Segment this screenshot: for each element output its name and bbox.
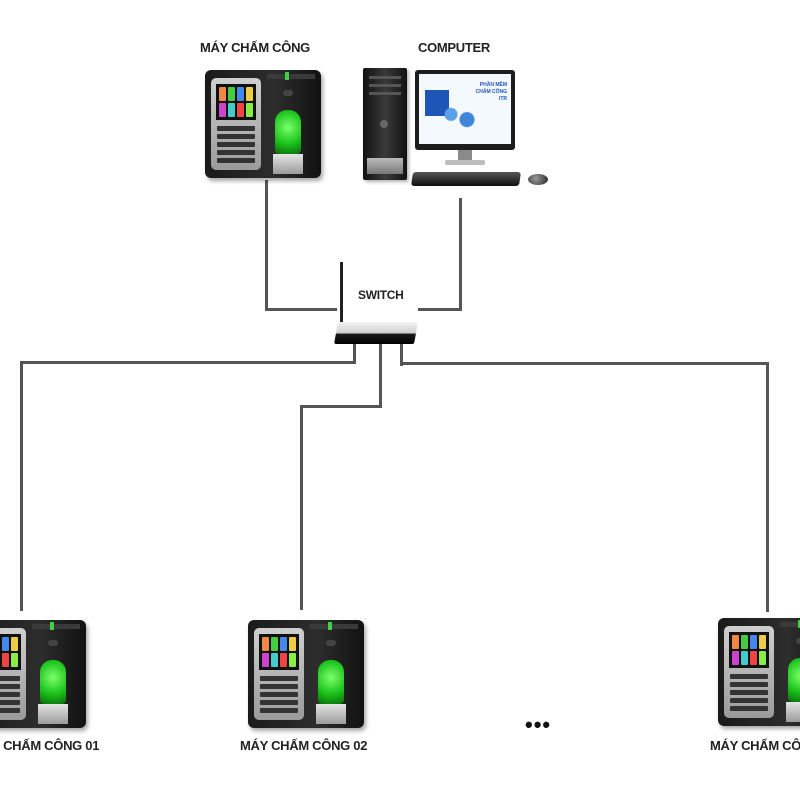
more-devices-ellipsis: •••: [525, 712, 552, 737]
fingerprint-sensor-icon: [788, 658, 800, 702]
mouse-icon: [528, 174, 548, 185]
switch-antenna-icon: [340, 262, 343, 324]
fingerprint-sensor-icon: [318, 660, 344, 704]
fingerprint-sensor-icon: [40, 660, 66, 704]
device-n-label: MÁY CHẤM CÔNG: [710, 738, 800, 753]
edge-devicen-vertical: [766, 362, 769, 612]
edge-device02-horizontal: [300, 405, 382, 408]
attendance-device-n[interactable]: [718, 618, 800, 726]
fingerprint-sensor-icon: [275, 110, 301, 154]
edge-top-device-vertical: [265, 180, 268, 310]
edge-computer-vertical: [459, 198, 462, 310]
edge-device02-riser: [379, 344, 382, 408]
edge-device01-horizontal: [20, 361, 356, 364]
keyboard-icon: [411, 172, 521, 186]
device-01-label: MÁY CHẤM CÔNG 01: [0, 738, 100, 753]
edge-device02-vertical: [300, 405, 303, 610]
switch-label: SWITCH: [358, 288, 404, 302]
edge-top-device-horizontal: [265, 308, 337, 311]
attendance-device-01[interactable]: [0, 620, 86, 728]
computer-label: COMPUTER: [418, 40, 490, 55]
screen-text-line: PHẦN MỀM: [479, 82, 507, 88]
screen-text-line: CHẤM CÔNG: [475, 89, 507, 95]
top-device-label: MÁY CHẤM CÔNG: [200, 40, 310, 55]
pc-tower-icon: [363, 68, 407, 180]
edge-computer-horizontal: [418, 308, 462, 311]
top-attendance-device[interactable]: [205, 70, 321, 178]
attendance-device-02[interactable]: [248, 620, 364, 728]
edge-device01-riser: [353, 344, 356, 364]
device-02-label: MÁY CHẤM CÔNG 02: [240, 738, 368, 753]
edge-devicen-riser: [400, 344, 403, 366]
edge-devicen-horizontal: [400, 362, 768, 365]
monitor-stand-base: [445, 160, 485, 165]
edge-device01-vertical: [20, 361, 23, 611]
network-switch[interactable]: [334, 322, 418, 344]
screen-text-line: ITR: [498, 96, 507, 102]
device-display-panel: [211, 78, 261, 170]
monitor-stand: [458, 150, 472, 160]
